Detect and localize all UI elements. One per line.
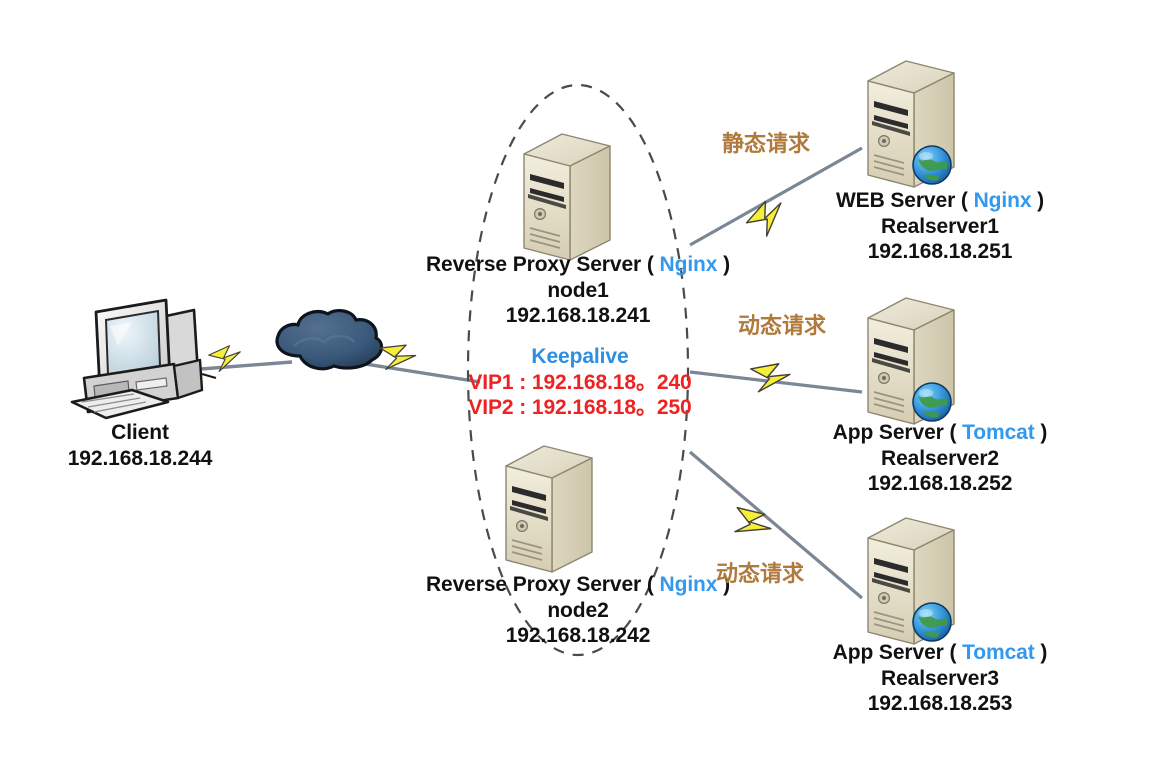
- realserver1-role: WEB Server: [835, 189, 956, 212]
- realserver2-software: Tomcat: [962, 421, 1035, 444]
- realserver3-role: App Server: [832, 641, 944, 664]
- wire-proxy-app3: [688, 450, 864, 600]
- server-tower-globe-icon-realserver1: [867, 60, 955, 188]
- realserver2-role: App Server: [832, 421, 944, 444]
- request-label-static: 静态请求: [722, 132, 811, 157]
- vip2: VIP2 : 192.168.18。250: [468, 396, 692, 420]
- keepalive-block: Keepalive VIP1 : 192.168.18。240 VIP2 : 1…: [430, 344, 730, 421]
- client-caption: Client 192.168.18.244: [20, 420, 260, 471]
- desktop-computer-icon: [70, 298, 217, 420]
- node2-role: Reverse Proxy Server: [425, 573, 642, 596]
- keepalive-label: Keepalive: [531, 345, 629, 368]
- node2-name: node2: [547, 598, 609, 622]
- node2-ip: 192.168.18.242: [505, 624, 651, 648]
- realserver2-ip: 192.168.18.252: [867, 472, 1013, 496]
- request-label-dynamic-1: 动态请求: [738, 314, 827, 339]
- node1-name: node1: [547, 278, 609, 302]
- realserver2-name: Realserver2: [881, 446, 999, 470]
- node2-software: Nginx: [659, 573, 718, 596]
- lightning-bolt-app3: [725, 499, 777, 548]
- node1-ip: 192.168.18.241: [505, 304, 651, 328]
- node2-role-line: Reverse Proxy Server ( Nginx ): [425, 573, 731, 596]
- vip1: VIP1 : 192.168.18。240: [468, 370, 692, 394]
- realserver3-caption: App Server ( Tomcat ) Realserver3 192.16…: [790, 640, 1090, 717]
- node1-role-line: Reverse Proxy Server ( Nginx ): [425, 253, 731, 276]
- realserver1-name: Realserver1: [881, 214, 999, 238]
- realserver3-name: Realserver3: [881, 666, 999, 690]
- cluster-boundary-ellipse: [466, 83, 690, 657]
- server-tower-globe-icon-realserver2: [867, 297, 955, 425]
- realserver3-ip: 192.168.18.253: [867, 692, 1013, 716]
- wire-client-cloud: [187, 360, 293, 372]
- node1-role: Reverse Proxy Server: [425, 253, 642, 276]
- node1-software: Nginx: [659, 253, 718, 276]
- realserver2-caption: App Server ( Tomcat ) Realserver2 192.16…: [790, 420, 1090, 497]
- realserver1-caption: WEB Server ( Nginx ) Realserver1 192.168…: [790, 188, 1090, 265]
- request-label-dynamic-2: 动态请求: [716, 562, 805, 587]
- server-tower-icon-node2: [505, 445, 593, 573]
- realserver3-software: Tomcat: [962, 641, 1035, 664]
- realserver2-role-line: App Server ( Tomcat ): [832, 421, 1048, 444]
- realserver3-role-line: App Server ( Tomcat ): [832, 641, 1048, 664]
- realserver1-role-line: WEB Server ( Nginx ): [835, 189, 1045, 212]
- client-ip: 192.168.18.244: [67, 446, 213, 470]
- node1-caption: Reverse Proxy Server ( Nginx ) node1 192…: [388, 252, 768, 329]
- server-tower-globe-icon-realserver3: [867, 517, 955, 645]
- client-name: Client: [111, 421, 169, 444]
- network-cloud-icon: [275, 309, 384, 371]
- server-tower-icon-node1: [523, 133, 611, 261]
- realserver1-software: Nginx: [973, 189, 1032, 212]
- realserver1-ip: 192.168.18.251: [867, 240, 1013, 264]
- node2-caption: Reverse Proxy Server ( Nginx ) node2 192…: [388, 572, 768, 649]
- wire-proxy-web1: [689, 146, 863, 247]
